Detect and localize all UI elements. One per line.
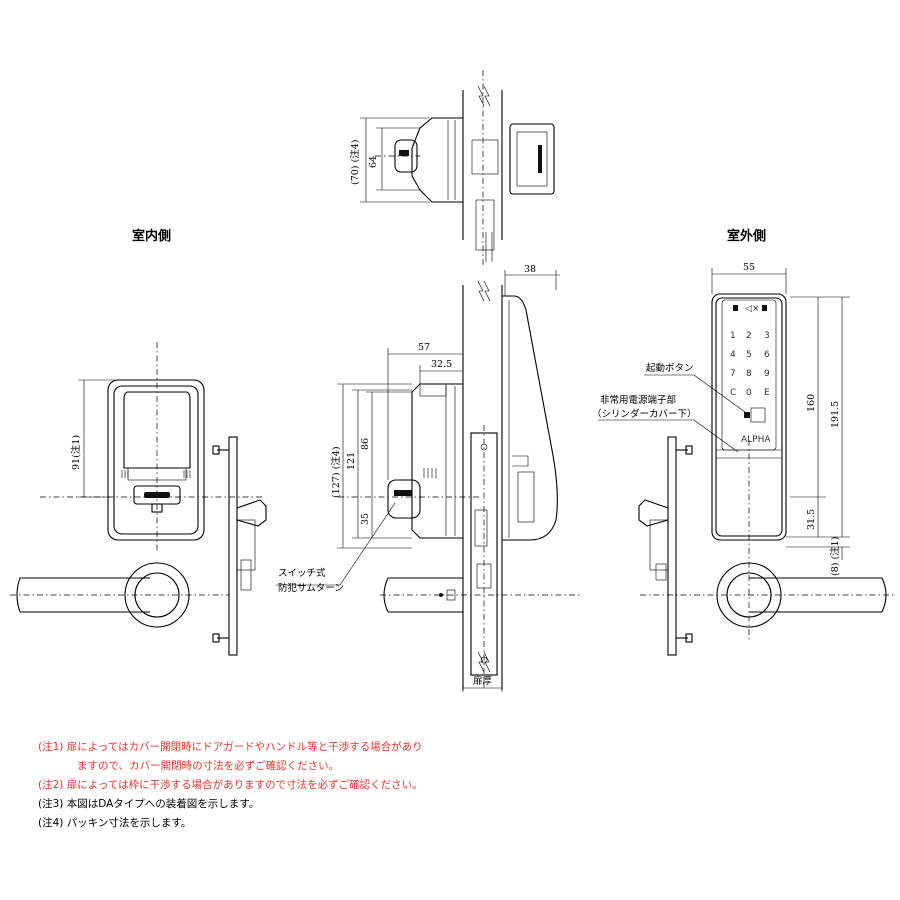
dim-57-label: 57 <box>418 342 430 353</box>
switch-thumbturn-label-1: スイッチ式 <box>278 567 326 579</box>
dim-8-label: (8) (注1) <box>829 537 841 576</box>
dim-64-label: 64 <box>368 156 379 168</box>
dim-91-label: 91(注1) <box>70 435 82 470</box>
start-button-label: 起動ボタン <box>646 363 694 374</box>
door-thickness-label: 扉厚 <box>473 675 493 687</box>
key-6: 6 <box>764 350 770 360</box>
key-1: 1 <box>730 331 736 341</box>
key-e: E <box>764 388 770 398</box>
key-7: 7 <box>730 369 736 379</box>
emergency-terminal-label-1: 非常用電源端子部 <box>600 394 676 406</box>
dim-35-label: 35 <box>360 513 371 525</box>
dim-55-label: 55 <box>743 262 755 273</box>
note-4: (注4) パッキン寸法を示します。 <box>38 817 192 829</box>
brand-mark: ALPHA <box>741 435 771 445</box>
note-1-line-2: ますので、カバー開閉時の寸法を必ずご確認ください。 <box>77 760 340 772</box>
key-0: 0 <box>746 388 752 398</box>
svg-text:◁×: ◁× <box>745 304 759 314</box>
note-2: (注2) 扉によっては枠に干渉する場合がありますので寸法を必ずご確認ください。 <box>38 779 423 791</box>
note-1-line-1: (注1) 扉によってはカバー開閉時にドアガードやハンドル等と干渉する場合があり <box>38 741 423 753</box>
dim-31-5-label: 31.5 <box>806 509 817 530</box>
dim-38-label: 38 <box>524 264 536 275</box>
indoor-view: 91(注1) <box>10 342 267 656</box>
notes: (注1) 扉によってはカバー開閉時にドアガードやハンドル等と干渉する場合があり … <box>38 738 858 833</box>
dim-86-label: 86 <box>360 438 371 450</box>
dim-32-5-label: 32.5 <box>431 359 452 370</box>
indoor-label: 室内側 <box>132 228 171 244</box>
dim-191-5-label: 191.5 <box>830 401 841 428</box>
key-4: 4 <box>730 350 736 360</box>
dim-70-label: (70) (注4) <box>349 140 361 185</box>
outdoor-label: 室外側 <box>727 228 766 244</box>
dim-121-label: 121 <box>346 452 357 470</box>
key-c: C <box>730 388 736 398</box>
switch-thumbturn-label-2: 防犯サムターン <box>278 582 344 594</box>
key-5: 5 <box>746 350 752 360</box>
key-2: 2 <box>746 331 752 341</box>
side-section-view: 38 57 32.5 (127) (注4) 121 86 35 扉厚 スイッチ式… <box>276 264 580 692</box>
key-9: 9 <box>764 369 770 379</box>
dim-160-label: 160 <box>806 394 817 412</box>
dim-127-label: (127) (注4) <box>330 446 342 498</box>
outdoor-view: ◁× 1 2 3 4 5 6 7 8 9 C 0 E ALPHA 起動ボタン 非… <box>592 262 895 656</box>
keypad: 1 2 3 4 5 6 7 8 9 C 0 E <box>730 331 770 398</box>
key-8: 8 <box>746 369 752 379</box>
note-3: (注3) 本図はDAタイプへの装着図を示します。 <box>38 798 260 810</box>
top-view: (70) (注4) 64 <box>349 70 555 265</box>
key-3: 3 <box>764 331 770 341</box>
emergency-terminal-label-2: （シリンダーカバー下） <box>592 408 697 420</box>
